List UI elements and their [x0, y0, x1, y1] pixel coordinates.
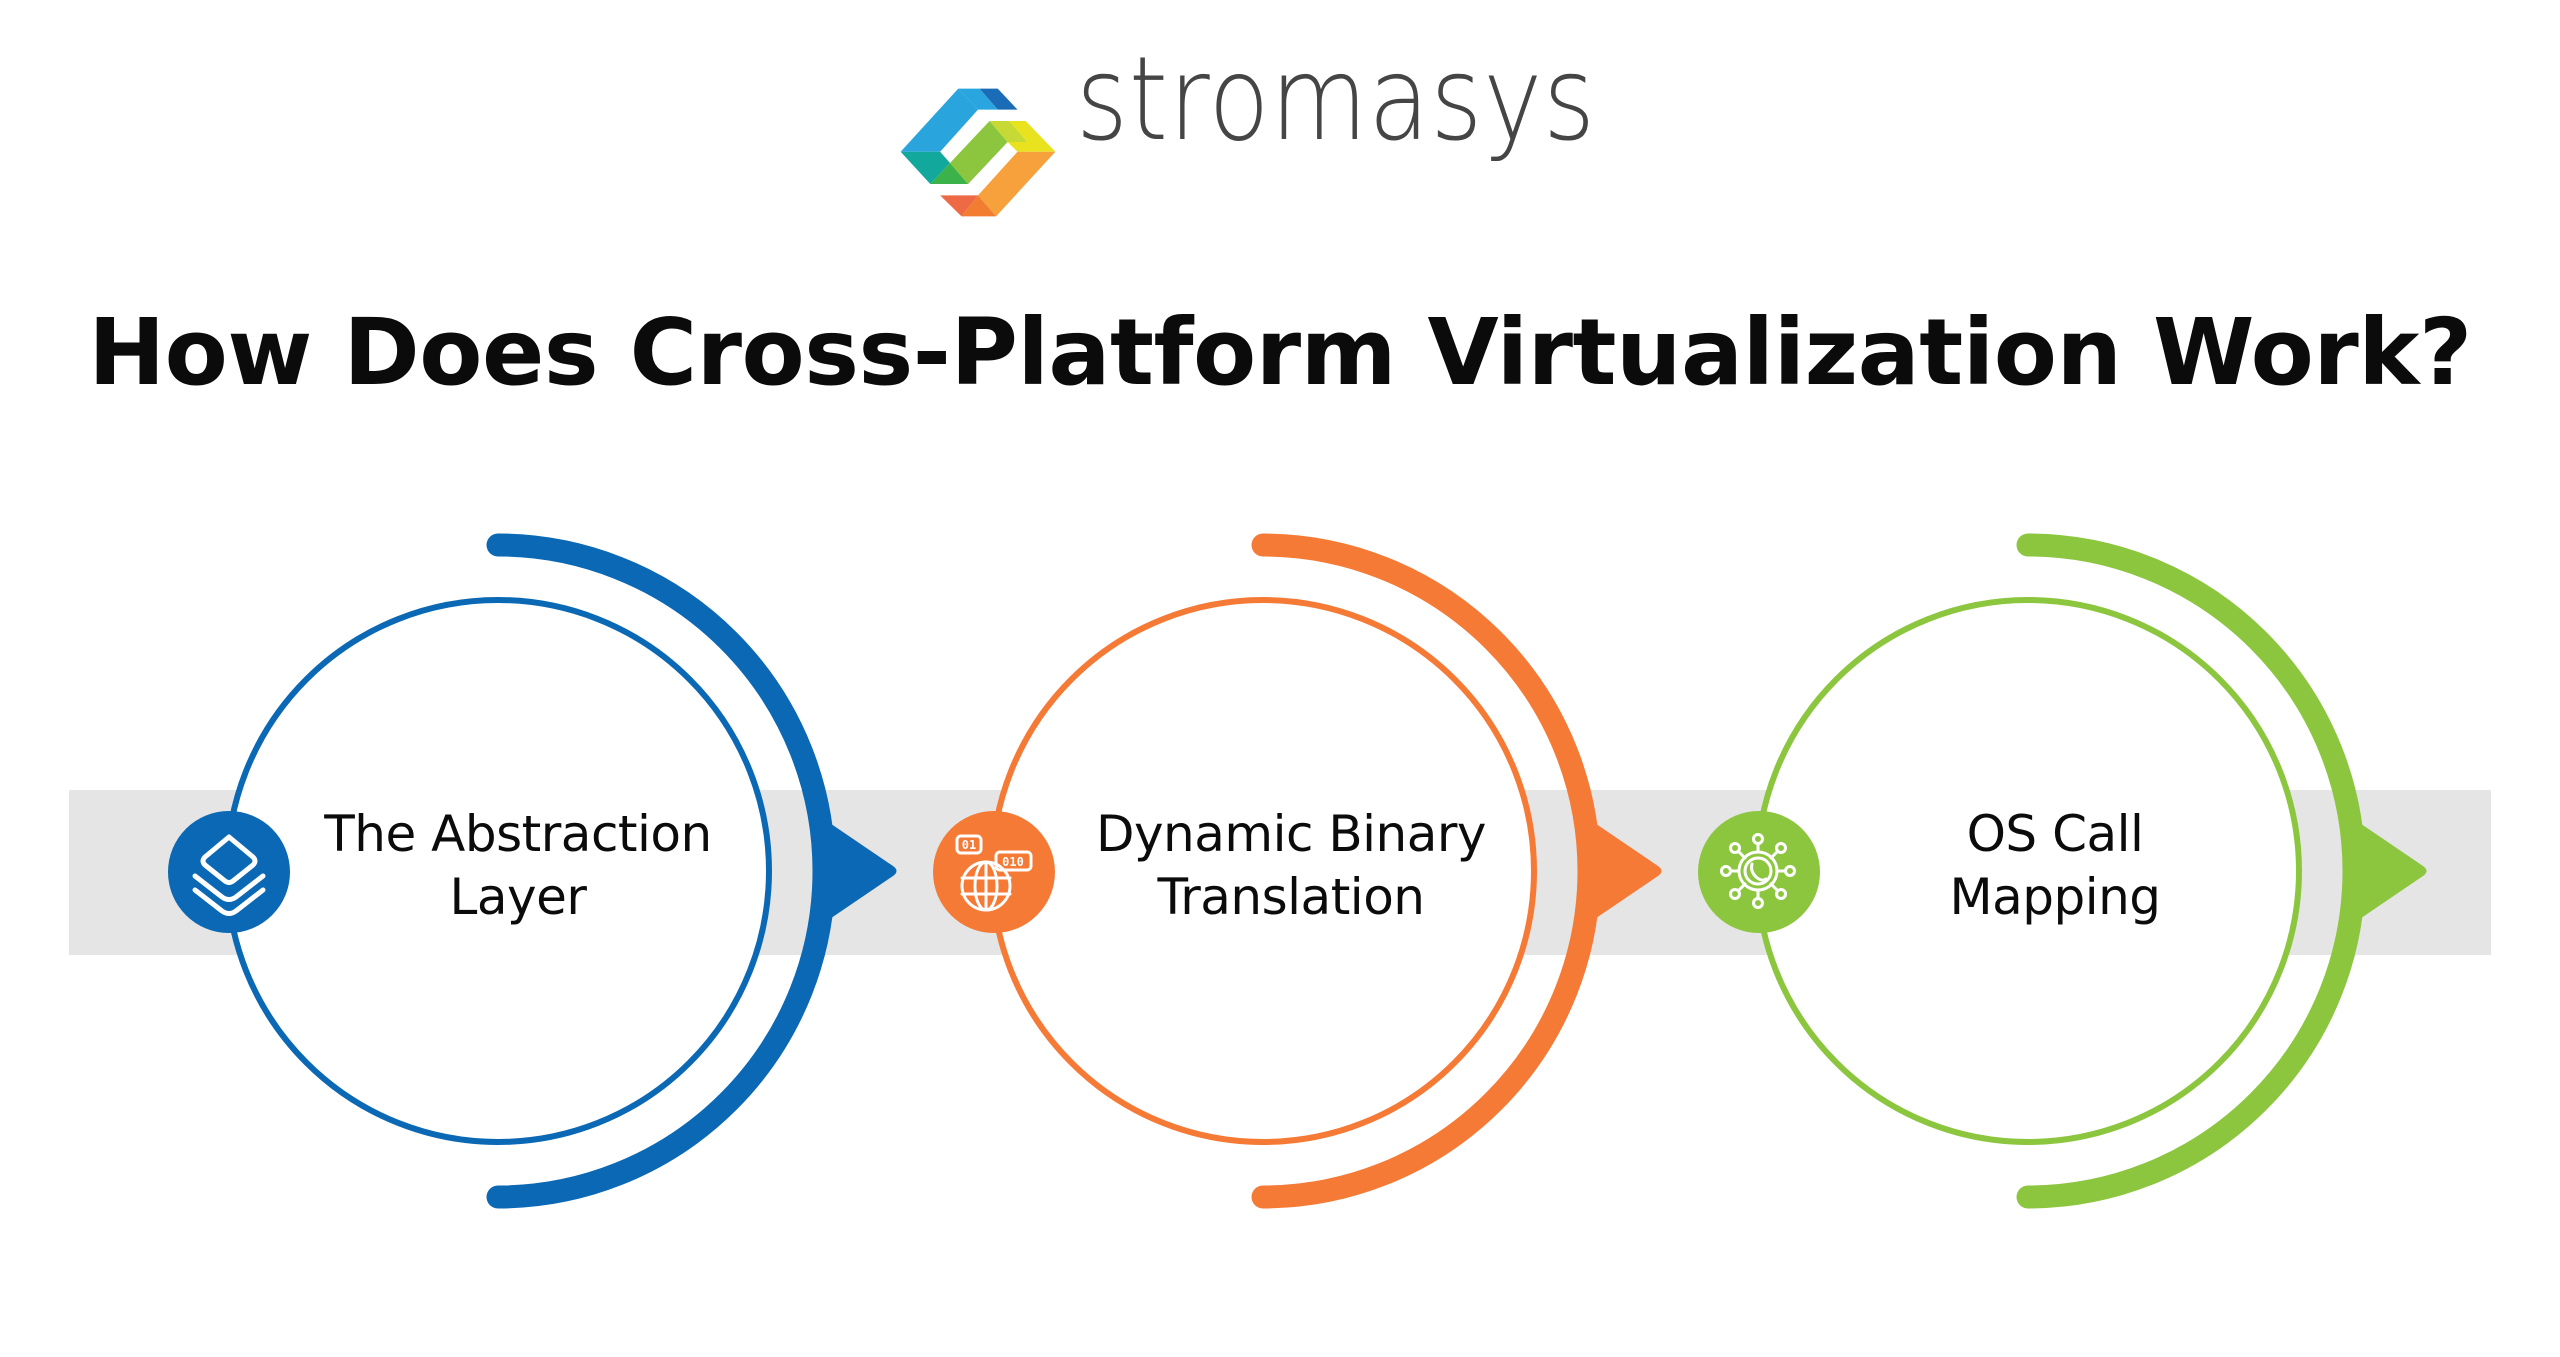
- layers-icon: [192, 834, 266, 916]
- step-1-label: The Abstraction Layer: [288, 803, 748, 929]
- step-1-graphic: [168, 533, 897, 1209]
- step-1-label-line2: Layer: [449, 868, 587, 926]
- step-3-label-line2: Mapping: [1949, 868, 2161, 926]
- step-2-label: Dynamic Binary Translation: [1061, 803, 1521, 929]
- brand-wordmark: stromasys: [1076, 32, 1596, 167]
- svg-text:01: 01: [962, 838, 976, 852]
- binary-globe-icon: 01 010: [955, 834, 1033, 912]
- phone-network-icon: [1720, 833, 1796, 909]
- step-3-graphic: [1698, 533, 2427, 1209]
- step-2-label-line2: Translation: [1157, 868, 1425, 926]
- svg-text:010: 010: [1002, 855, 1024, 869]
- arrow-right-icon: [815, 813, 897, 929]
- arrow-right-icon: [2345, 813, 2427, 929]
- stromasys-logo-icon: [900, 88, 1056, 217]
- step-1-label-line1: The Abstraction: [324, 805, 712, 863]
- step-2-label-line1: Dynamic Binary: [1095, 805, 1487, 863]
- step-3-label-line1: OS Call: [1966, 805, 2144, 863]
- arrow-right-icon: [1580, 813, 1662, 929]
- step-3-label: OS Call Mapping: [1825, 803, 2285, 929]
- page-title: How Does Cross-Platform Virtualization W…: [88, 299, 2472, 406]
